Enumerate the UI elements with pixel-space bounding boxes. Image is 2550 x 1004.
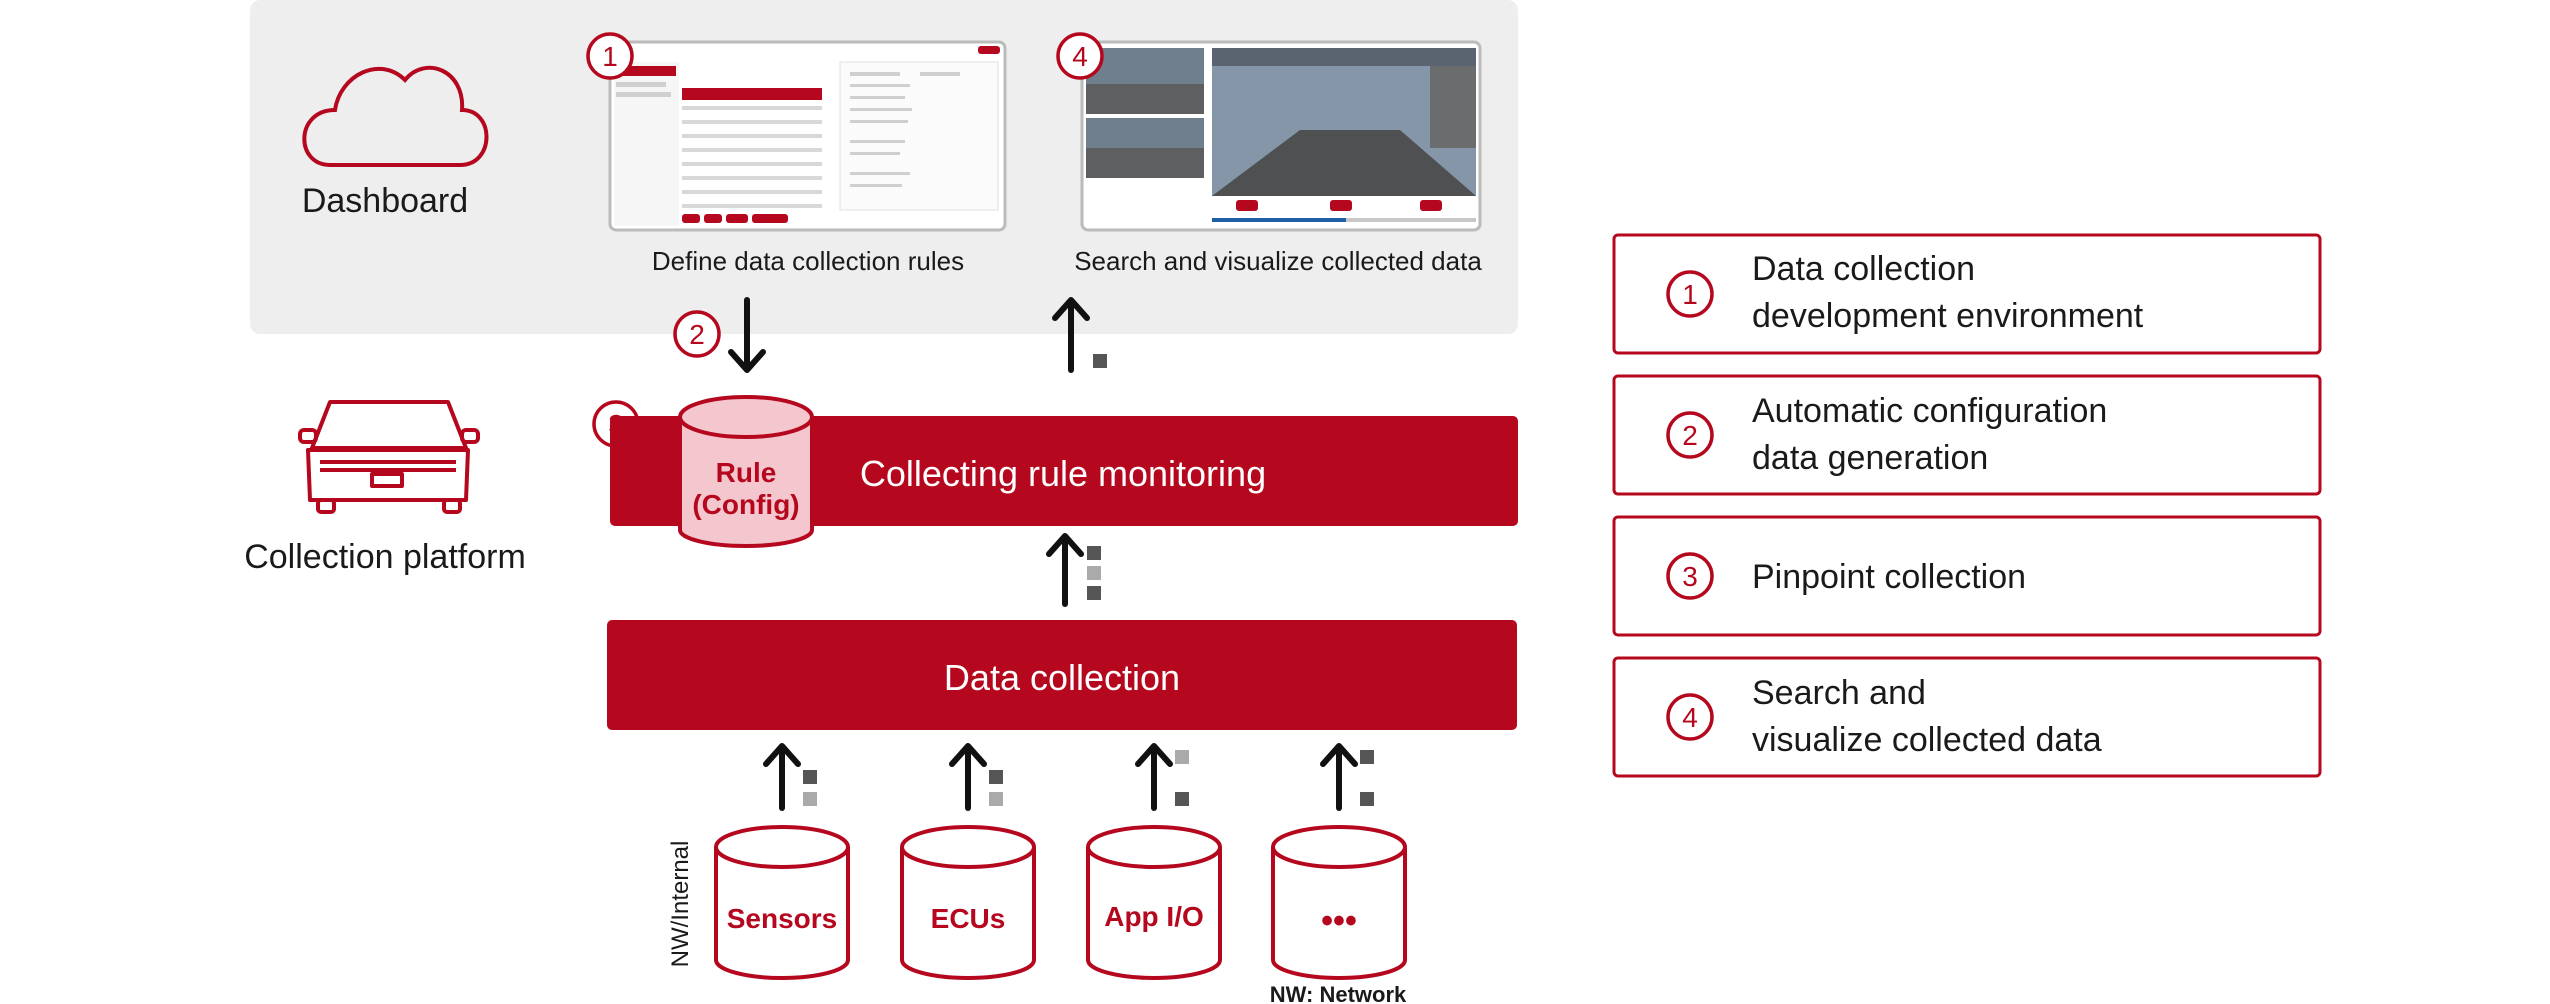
- network-footnote: NW: Network: [1270, 982, 1407, 1004]
- cloud-icon: [302, 65, 489, 167]
- source-data-squares: [803, 750, 1374, 806]
- svg-text:4: 4: [1072, 41, 1088, 72]
- nw-internal-label: NW/Internal: [667, 841, 694, 968]
- svg-text:1: 1: [1682, 279, 1698, 310]
- step4-caption: Search and visualize collected data: [1074, 246, 1482, 276]
- svg-text:2: 2: [689, 319, 705, 350]
- arrow-up-icon: [1052, 297, 1090, 373]
- collection-platform-label: Collection platform: [244, 538, 526, 576]
- legend-1-line1: Data collection: [1752, 250, 1975, 288]
- car-icon: [298, 400, 480, 514]
- rule-config-line1: Rule: [716, 457, 777, 488]
- source-more: •••: [1321, 902, 1357, 940]
- svg-text:3: 3: [1682, 561, 1698, 592]
- legend-4-line1: Search and: [1752, 674, 1926, 712]
- rules-editor-screenshot: [608, 40, 1007, 232]
- data-viewer-screenshot: [1080, 40, 1482, 232]
- data-square-icon: [1093, 354, 1107, 368]
- source-sensors: Sensors: [727, 903, 838, 934]
- legend-2-line2: data generation: [1752, 439, 1988, 477]
- legend-2-line1: Automatic configuration: [1752, 392, 2107, 430]
- source-arrows: [763, 743, 1358, 811]
- rule-monitoring-bar: [610, 416, 1518, 526]
- step-2-marker: 2: [673, 310, 721, 358]
- arrow-down-icon: [728, 297, 766, 373]
- source-ecus: ECUs: [931, 903, 1006, 934]
- step1-caption: Define data collection rules: [652, 246, 964, 276]
- step-4-marker: 4: [1056, 32, 1104, 80]
- legend-1-line2: development environment: [1752, 297, 2144, 335]
- legend-item-3: 3 Pinpoint collection: [1612, 515, 2322, 637]
- legend-item-1: 1 Data collection development environmen…: [1612, 233, 2322, 355]
- legend-item-2: 2 Automatic configuration data generatio…: [1612, 374, 2322, 496]
- rule-monitoring-label: Collecting rule monitoring: [860, 453, 1266, 494]
- svg-text:2: 2: [1682, 420, 1698, 451]
- rule-config-line2: (Config): [692, 489, 799, 520]
- data-collection-bar: [607, 620, 1517, 730]
- legend-4-line2: visualize collected data: [1752, 721, 2102, 759]
- legend-item-4: 4 Search and visualize collected data: [1612, 656, 2322, 778]
- data-collection-label: Data collection: [944, 657, 1180, 698]
- data-square-icon: [1087, 566, 1101, 580]
- data-square-icon: [1087, 586, 1101, 600]
- svg-text:1: 1: [602, 41, 618, 72]
- data-square-icon: [1087, 546, 1101, 560]
- arrow-up-icon: [1046, 533, 1084, 607]
- svg-text:4: 4: [1682, 702, 1698, 733]
- step-1-marker: 1: [586, 32, 634, 80]
- source-cylinders: [714, 825, 1407, 980]
- source-app-io: App I/O: [1104, 901, 1204, 932]
- dashboard-label: Dashboard: [302, 182, 468, 220]
- legend-3-line1: Pinpoint collection: [1752, 558, 2026, 596]
- rule-config-cylinder: [678, 395, 814, 548]
